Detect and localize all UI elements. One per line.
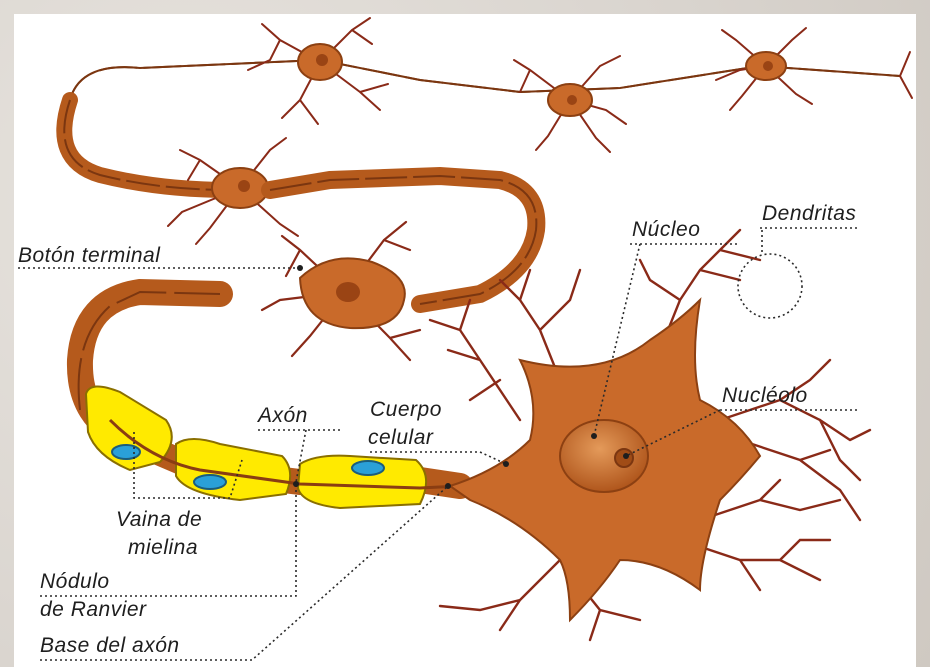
schwann-nucleus-1 [112, 445, 140, 459]
label-vaina-line2: mielina [128, 536, 198, 559]
nucleolus-dot [623, 453, 629, 459]
schwann-nucleus-3 [352, 461, 384, 475]
label-base-axon: Base del axón [40, 634, 180, 657]
label-boton-terminal: Botón terminal [18, 244, 161, 267]
label-dendritas: Dendritas [762, 202, 856, 225]
label-nucleo: Núcleo [632, 218, 700, 241]
small-neuron-2 [514, 56, 626, 152]
label-axon: Axón [256, 404, 308, 427]
cell-body-dot [503, 461, 509, 467]
label-cuerpo-celular-line1: Cuerpo [370, 398, 442, 421]
label-nucleolo: Nucléolo [722, 384, 808, 407]
small-neuron-1 [248, 18, 388, 124]
nucleus [560, 420, 648, 492]
small-neuron-chain [64, 18, 912, 360]
axon-terminal-top [900, 52, 912, 98]
schwann-nucleus-2 [194, 475, 226, 489]
left-loop-axon [64, 100, 230, 190]
terminal-dot [297, 265, 303, 271]
small-neuron-5 [262, 222, 420, 360]
nodule-dot [293, 481, 299, 487]
label-nodulo-line1: Nódulo [40, 570, 110, 593]
nucleus-dot [591, 433, 597, 439]
axon-base-dot [445, 483, 451, 489]
label-cuerpo-celular-line2: celular [368, 426, 434, 449]
label-nodulo-line2: de Ranvier [40, 598, 147, 621]
leader-dendritas-circle [738, 254, 802, 318]
leader-dendritas [760, 228, 860, 254]
label-vaina-line1: Vaina de [116, 508, 202, 531]
